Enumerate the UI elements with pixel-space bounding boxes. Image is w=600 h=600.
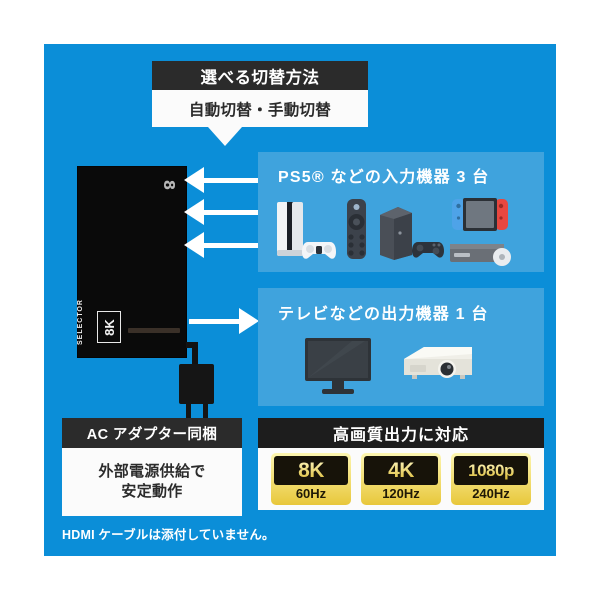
ac-adapter-body-line1: 外部電源供給で — [98, 462, 206, 480]
device-8k-badge: 8K — [97, 311, 121, 343]
brand-logo-icon: 8 — [160, 179, 178, 191]
output-arrow-head — [239, 308, 259, 334]
switching-method-heading-text: 選べる切替方法 — [200, 68, 320, 87]
disc-player-icon — [450, 244, 511, 266]
ps5-controller-icon — [302, 242, 336, 259]
quality-badge-8k-top: 8K — [274, 456, 348, 485]
ps5-console-icon — [277, 202, 303, 256]
switching-method-heading: 選べる切替方法 — [152, 61, 368, 90]
input-arrow-head-1 — [184, 167, 204, 193]
television-icon — [305, 338, 371, 394]
device-8k-badge-text: 8K — [101, 318, 117, 336]
hdmi-switcher-device: 8 SELECTOR 8K — [77, 167, 186, 357]
input-devices-title: PS5® などの入力機器 3 台 — [278, 169, 490, 186]
input-arrow-line-3 — [204, 243, 262, 248]
ac-adapter-icon — [179, 364, 214, 404]
xbox-controller-icon — [412, 242, 444, 258]
quality-badge-4k-resolution: 4K — [388, 458, 414, 482]
hdmi-port-icon — [128, 328, 180, 333]
selector-label: SELECTOR — [77, 299, 84, 345]
quality-badge-1080p-top: 1080p — [454, 456, 528, 485]
down-pointer-icon — [208, 127, 242, 146]
xbox-console-icon — [380, 207, 412, 260]
quality-heading-text: 高画質出力に対応 — [332, 427, 469, 444]
quality-badge-4k-top: 4K — [364, 456, 438, 485]
quality-badges: 8K 60Hz 4K 120Hz 1080p 240Hz — [258, 448, 544, 510]
quality-badge-1080p-bottom: 240Hz — [454, 485, 528, 502]
quality-badge-8k-refresh: 60Hz — [295, 486, 327, 501]
output-devices-title: テレビなどの出力機器 1 台 — [278, 306, 489, 323]
quality-badge-8k-resolution: 8K — [298, 458, 324, 482]
power-cable-vertical — [192, 342, 198, 368]
quality-badge-4k: 4K 120Hz — [361, 453, 441, 505]
ac-adapter-body: 外部電源供給で 安定動作 — [62, 448, 242, 516]
input-arrow-line-1 — [204, 178, 262, 183]
adapter-prong-right — [203, 404, 208, 418]
switching-method-subheading-text: 自動切替・手動切替 — [188, 101, 332, 119]
quality-badge-1080p-refresh: 240Hz — [472, 486, 510, 501]
quality-badge-1080p: 1080p 240Hz — [451, 453, 531, 505]
hdmi-cable-note: HDMI ケーブルは添付していません。 — [62, 528, 275, 542]
quality-badge-8k: 8K 60Hz — [271, 453, 351, 505]
output-arrow-line — [189, 319, 239, 324]
quality-badge-4k-refresh: 120Hz — [382, 486, 420, 501]
quality-heading: 高画質出力に対応 — [258, 418, 544, 448]
ac-adapter-heading: AC アダプター同梱 — [62, 418, 242, 448]
streaming-remote-icon — [347, 199, 366, 259]
input-arrow-line-2 — [204, 210, 262, 215]
switching-method-subheading: 自動切替・手動切替 — [152, 90, 368, 127]
nintendo-switch-icon — [452, 198, 508, 231]
input-arrow-head-3 — [184, 232, 204, 258]
ac-adapter-body-line2: 安定動作 — [121, 483, 183, 500]
quality-badge-1080p-resolution: 1080p — [468, 460, 514, 480]
quality-badge-8k-bottom: 60Hz — [274, 485, 348, 502]
adapter-prong-left — [186, 404, 191, 418]
quality-badge-4k-bottom: 120Hz — [364, 485, 438, 502]
ac-adapter-heading-text: AC アダプター同梱 — [86, 426, 218, 443]
input-arrow-head-2 — [184, 199, 204, 225]
projector-icon — [404, 347, 472, 379]
